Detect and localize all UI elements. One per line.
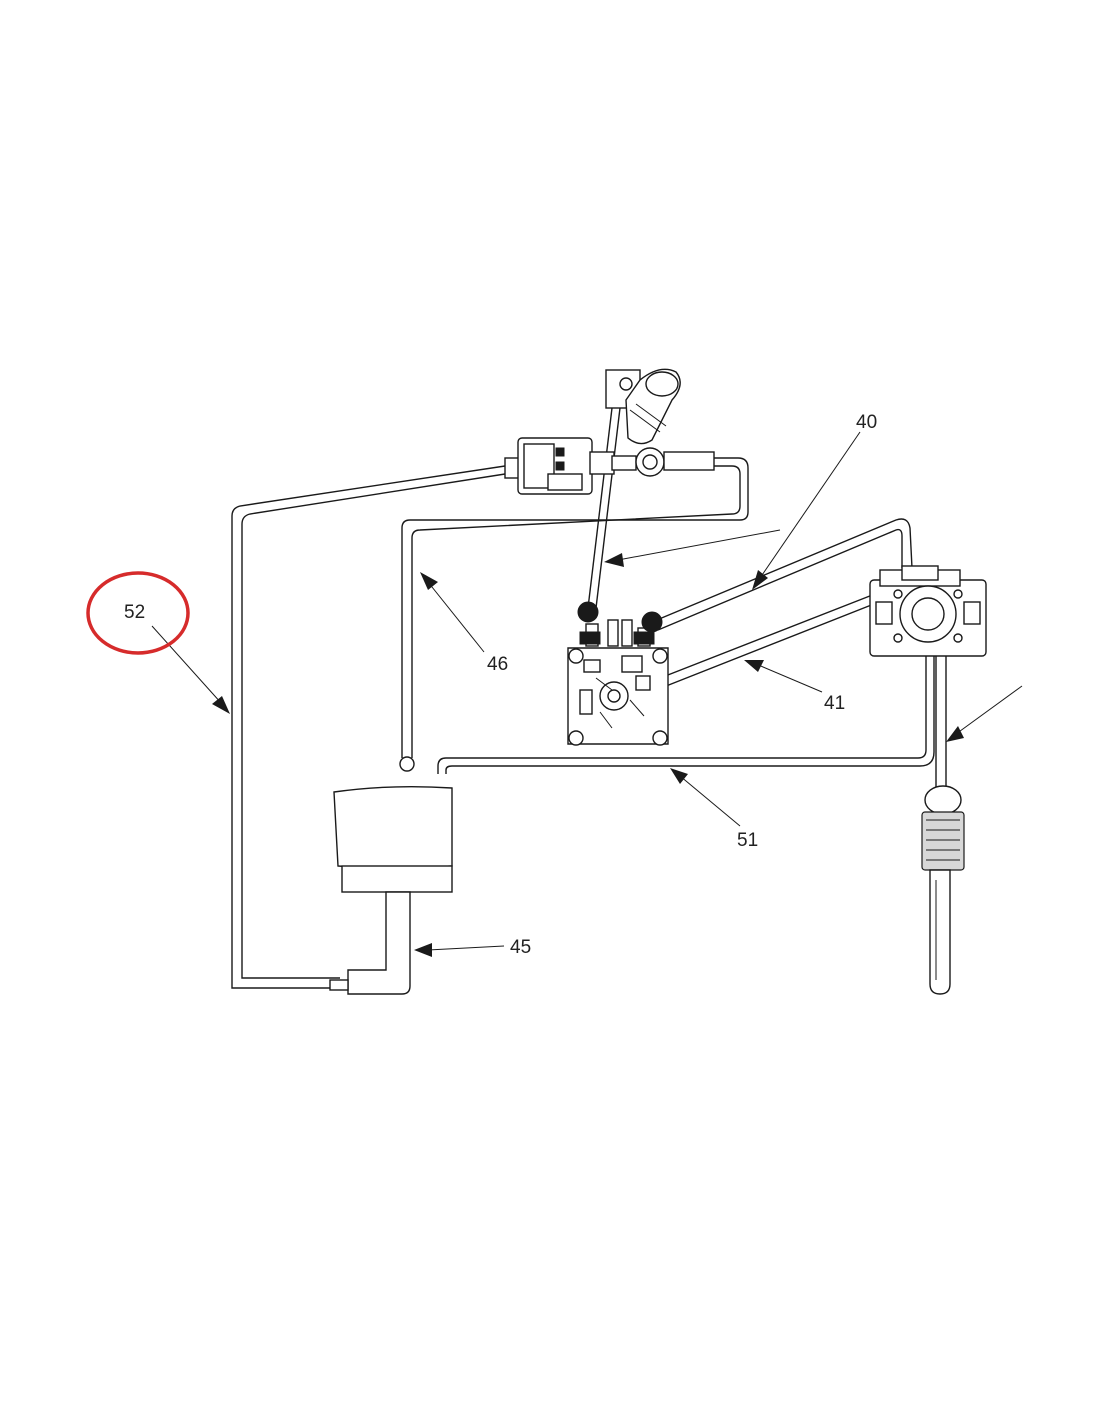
water-tank (329, 785, 453, 995)
pump-assembly (504, 368, 715, 495)
steam-wand (921, 649, 965, 995)
tube-41 (649, 591, 885, 691)
callout-46: 46 (487, 654, 508, 675)
tube-40 (587, 407, 913, 631)
callout-labels: 40 41 45 46 51 52 (124, 412, 877, 958)
tube-46 (399, 457, 749, 772)
callout-52: 52 (124, 602, 145, 623)
tube-46-end-icon (399, 756, 415, 772)
steam-valve (869, 565, 987, 657)
callout-40: 40 (856, 412, 877, 433)
leader-lines (151, 431, 1023, 957)
tube-51 (437, 650, 935, 774)
boiler-assembly (567, 601, 669, 746)
callout-41: 41 (824, 693, 845, 714)
tube-52 (231, 465, 506, 989)
callout-51: 51 (737, 830, 758, 851)
callout-45: 45 (510, 937, 531, 958)
highlight-circle (86, 571, 190, 655)
